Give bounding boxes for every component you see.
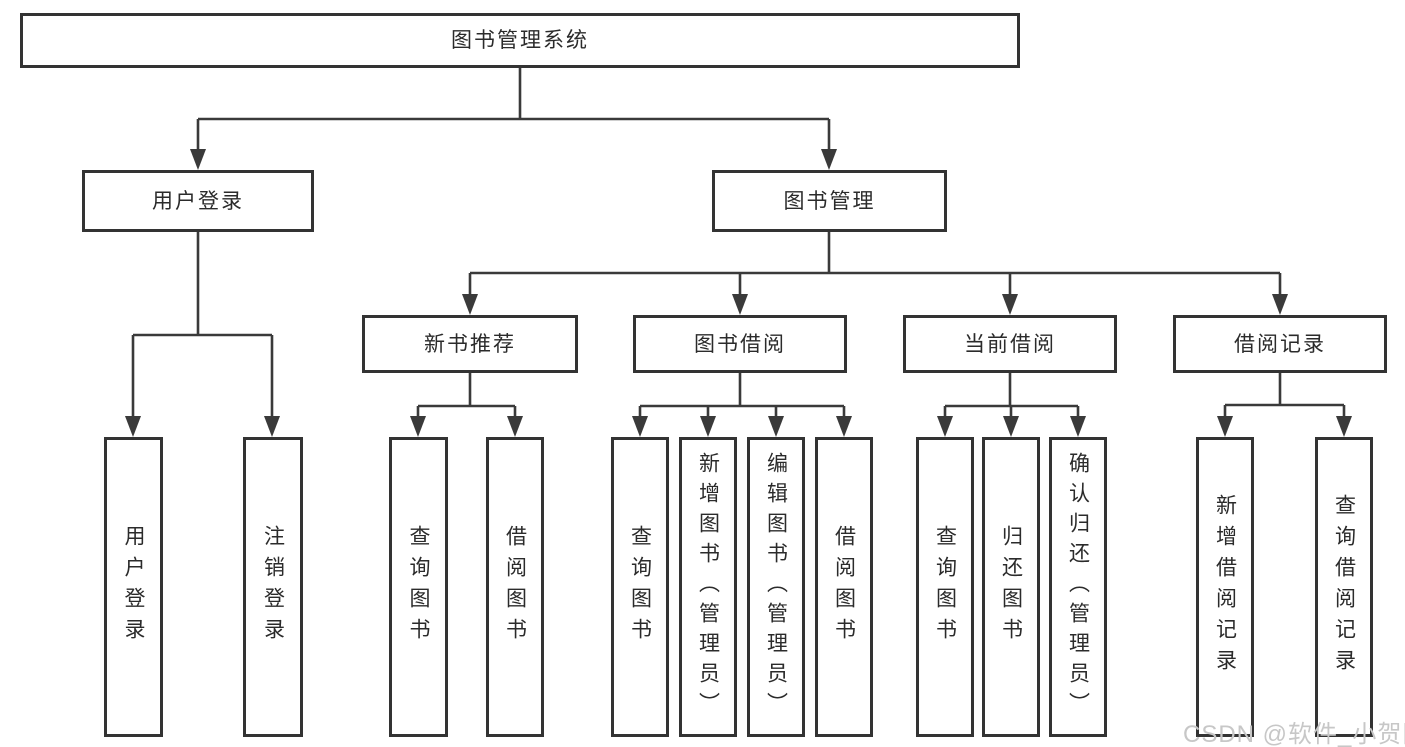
arrowhead xyxy=(462,294,478,315)
node-borrowing-records-label: 借阅记录 xyxy=(1234,332,1326,356)
leaf-edit-book-admin: 编辑图书（管理员） xyxy=(747,437,805,737)
node-book-borrowing: 图书借阅 xyxy=(633,315,847,373)
arrowhead xyxy=(1217,416,1233,437)
leaf-query-books-3: 查询图书 xyxy=(916,437,974,737)
leaf-edit-book-admin-label: 编辑图书（管理员） xyxy=(764,452,788,722)
arrowhead xyxy=(937,416,953,437)
arrowhead xyxy=(821,149,837,170)
arrowhead xyxy=(1272,294,1288,315)
node-book-management: 图书管理 xyxy=(712,170,947,232)
node-book-borrowing-label: 图书借阅 xyxy=(694,332,786,356)
node-root-label: 图书管理系统 xyxy=(451,29,589,52)
leaf-query-books-1-label: 查询图书 xyxy=(407,525,430,649)
arrowhead xyxy=(1003,416,1019,437)
node-root: 图书管理系统 xyxy=(20,13,1020,68)
leaf-logout-label: 注销登录 xyxy=(261,525,285,649)
leaf-borrow-books-1: 借阅图书 xyxy=(486,437,544,737)
node-new-book-recommend: 新书推荐 xyxy=(362,315,578,373)
leaf-borrow-books-1-label: 借阅图书 xyxy=(503,525,527,649)
node-user-login: 用户登录 xyxy=(82,170,314,232)
arrowhead xyxy=(836,416,852,437)
node-book-management-label: 图书管理 xyxy=(783,189,876,213)
leaf-return-books: 归还图书 xyxy=(982,437,1040,737)
leaf-add-borrow-record: 新增借阅记录 xyxy=(1196,437,1254,737)
leaf-return-books-label: 归还图书 xyxy=(999,525,1023,649)
leaf-add-borrow-record-label: 新增借阅记录 xyxy=(1213,494,1237,680)
leaf-query-borrow-record: 查询借阅记录 xyxy=(1315,437,1373,737)
node-current-borrowing-label: 当前借阅 xyxy=(964,332,1056,356)
leaf-user-login-label: 用户登录 xyxy=(122,525,145,649)
leaf-query-books-3-label: 查询图书 xyxy=(933,525,957,649)
arrowhead xyxy=(1070,416,1086,437)
arrowhead xyxy=(507,416,523,437)
leaf-query-books-1: 查询图书 xyxy=(389,437,448,737)
arrowhead xyxy=(125,416,141,437)
leaf-add-book-admin: 新增图书（管理员） xyxy=(679,437,737,737)
arrowhead xyxy=(410,416,426,437)
node-borrowing-records: 借阅记录 xyxy=(1173,315,1387,373)
arrowhead xyxy=(700,416,716,437)
leaf-user-login: 用户登录 xyxy=(104,437,163,737)
leaf-logout: 注销登录 xyxy=(243,437,303,737)
leaf-query-borrow-record-label: 查询借阅记录 xyxy=(1332,494,1356,680)
leaf-borrow-books-2: 借阅图书 xyxy=(815,437,873,737)
leaf-query-books-2: 查询图书 xyxy=(611,437,669,737)
arrowhead xyxy=(1336,416,1352,437)
arrowhead xyxy=(632,416,648,437)
node-new-book-recommend-label: 新书推荐 xyxy=(424,332,516,356)
arrowhead xyxy=(768,416,784,437)
leaf-borrow-books-2-label: 借阅图书 xyxy=(832,525,856,649)
node-user-login-label: 用户登录 xyxy=(152,189,244,213)
leaf-add-book-admin-label: 新增图书（管理员） xyxy=(696,452,720,722)
leaf-confirm-return-admin: 确认归还（管理员） xyxy=(1049,437,1107,737)
arrowhead xyxy=(264,416,280,437)
arrowhead xyxy=(732,294,748,315)
csdn-watermark: CSDN @软件_小贺同学 xyxy=(1183,721,1405,747)
leaf-confirm-return-admin-label: 确认归还（管理员） xyxy=(1066,452,1090,722)
node-current-borrowing: 当前借阅 xyxy=(903,315,1117,373)
leaf-query-books-2-label: 查询图书 xyxy=(628,525,652,649)
arrowhead xyxy=(1002,294,1018,315)
arrowhead xyxy=(190,149,206,170)
